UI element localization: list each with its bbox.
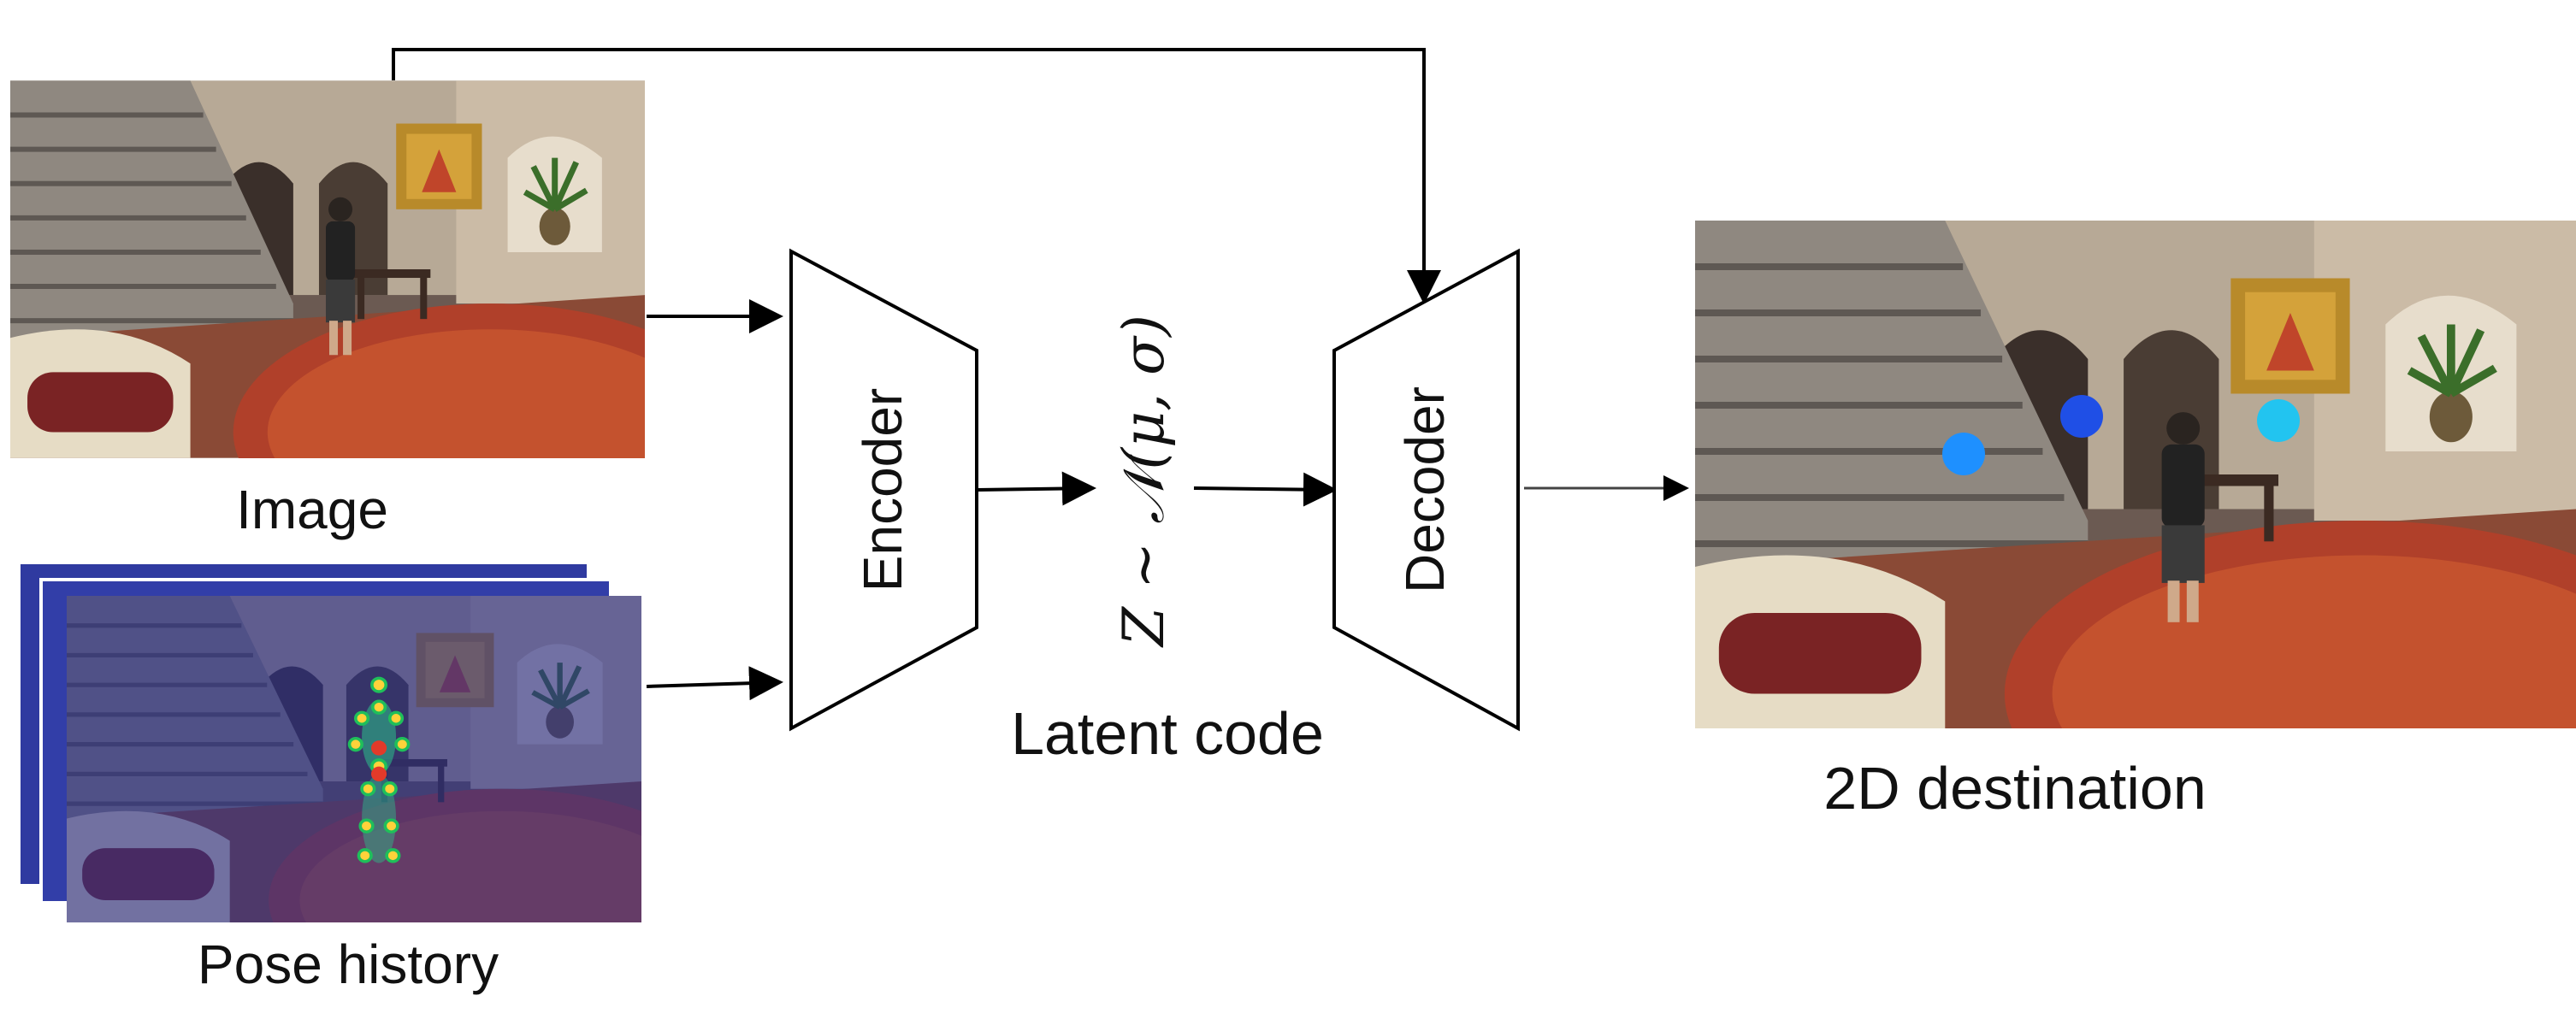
output-image: [1695, 221, 2576, 867]
pose-to-encoder-arrow: [646, 666, 783, 701]
skip-connection-arrow: [392, 48, 1441, 304]
decoder-label: Decoder: [1394, 386, 1456, 593]
latent-formula: Z ∼ 𝒩(μ, σ): [1111, 315, 1177, 648]
encoder-label: Encoder: [852, 388, 913, 592]
pose-keypoints: [347, 676, 411, 863]
input-image: [10, 80, 747, 561]
image-label: Image: [236, 479, 388, 540]
encoder-to-latent-arrow: [976, 471, 1096, 506]
pose-history-label: Pose history: [198, 934, 499, 995]
pose-history-stack: [17, 561, 641, 922]
destination-marker-3: [2257, 399, 2300, 442]
destination-label: 2D destination: [1823, 755, 2207, 822]
pose-frame-front: [67, 596, 641, 922]
destination-marker-2: [2060, 395, 2103, 438]
latent-code-label: Latent code: [1011, 700, 1324, 767]
decoder-block: [1332, 248, 1520, 732]
latent-to-decoder-arrow: [1193, 472, 1338, 507]
encoder-block: [789, 248, 978, 732]
destination-marker-1: [1942, 433, 1985, 475]
